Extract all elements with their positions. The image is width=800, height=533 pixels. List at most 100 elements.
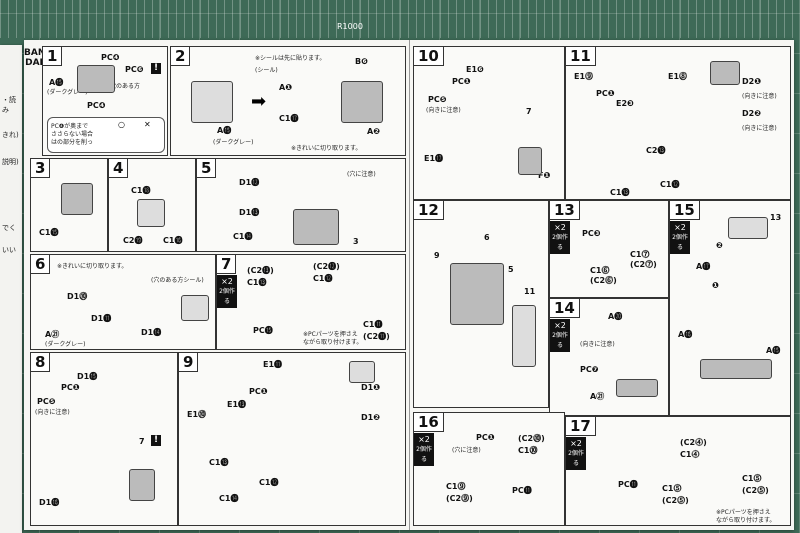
knee-part: [710, 61, 740, 85]
part-label: (C2⓬): [313, 262, 340, 271]
part-label: D1⓮: [141, 328, 162, 337]
part-label: D1⓭: [239, 208, 260, 217]
part-label: B❻: [355, 57, 368, 66]
part-label: D2❶: [742, 77, 761, 86]
step-number: 4: [109, 159, 129, 178]
part-label: PC❶: [249, 387, 268, 396]
part-label: (C2⓽): [446, 494, 473, 503]
part-label: C1⓰: [163, 236, 183, 245]
foot-part: [616, 379, 658, 397]
part-label: 7: [139, 437, 145, 446]
part-label: C1⓾: [518, 446, 538, 455]
part-label: 11: [524, 287, 536, 296]
step-4: 4 C1⓲ C2⓳ C1⓰: [108, 158, 196, 252]
part-label: D2❷: [742, 109, 761, 118]
leg-part: [518, 147, 542, 175]
note: (ダークグレー): [213, 139, 254, 146]
note: (向きに注意): [35, 409, 70, 416]
step-number: 7: [217, 255, 237, 274]
step-3: 3 C1⓯: [30, 158, 108, 252]
edge-text: いい: [2, 246, 16, 254]
note: (穴に注意): [452, 447, 481, 454]
part-label: (C2⓹): [662, 496, 689, 505]
part-label: PC❶: [61, 383, 80, 392]
part-label: A⓯: [217, 126, 232, 135]
step-number: 12: [414, 201, 444, 220]
tip-box: PC❹が奥まで ささらない場合 はの部分を削っ ○ ✕: [47, 117, 165, 153]
note: (穴に注意): [347, 171, 376, 178]
part-label: C1⓭: [610, 188, 630, 197]
part-label: A㉑: [590, 392, 605, 401]
body-assembly: [450, 263, 504, 325]
part-label: D1⓬: [239, 178, 260, 187]
step-number: 1: [43, 47, 63, 66]
arrow-icon: ➡: [251, 91, 267, 112]
step-11: 11 E1⓽ E1⓼ PC❶ E2❸ D2❶ D2❷ (向きに注意) (向きに注…: [565, 46, 791, 200]
step-6: 6 ※きれいに切り取ります。 D1⓾ D1⓫ A㉑ (ダークグレー) (穴のある…: [30, 254, 216, 350]
note: (シール): [255, 67, 278, 74]
step-number: 10: [414, 47, 444, 66]
shoulder-part: [181, 295, 209, 321]
part-label: A❷: [367, 127, 380, 136]
step-number: 9: [179, 353, 199, 372]
part-label: C1⓭: [247, 278, 267, 287]
part-label: F❶: [538, 171, 551, 180]
note: (向きに注意): [742, 125, 777, 132]
part-label: ❶: [712, 281, 719, 290]
arm-part: [129, 469, 155, 501]
part-label: E1❻: [466, 65, 484, 74]
note: (向きに注意): [742, 93, 777, 100]
part-label: D1❶: [361, 383, 380, 392]
note: (穴のある方シール): [151, 277, 204, 284]
step-number: 14: [550, 299, 580, 318]
edge-text: 説明): [2, 158, 19, 166]
part-label: C1⓻: [630, 250, 650, 259]
part-label: A⓱: [696, 262, 711, 271]
part-label: E1⓫: [263, 360, 283, 369]
part-label: PC❻: [125, 65, 144, 74]
note: ※穴のある方: [105, 83, 141, 90]
part-label: C1⓬: [313, 274, 333, 283]
part-label: C1⓮: [219, 494, 239, 503]
part-label: (C2⓸): [680, 438, 707, 447]
note: (ダークグレー): [47, 89, 88, 96]
note: ながら取り付けます。: [303, 339, 363, 346]
part-label: 5: [508, 265, 514, 274]
caution-icon: !: [151, 63, 161, 74]
part-label: E1⓱: [424, 154, 444, 163]
step-number: 17: [566, 417, 596, 436]
note: (向きに注意): [426, 107, 461, 114]
part-label: (C2⓭): [247, 266, 274, 275]
shoulder-part: [61, 183, 93, 215]
step-8: 8 D1⓯ PC❶ PC❺ (向きに注意) D1⓰ ! 7: [30, 352, 178, 526]
arm-part: [137, 199, 165, 227]
part-label: A㉑: [45, 330, 60, 339]
step-number: 15: [670, 201, 700, 220]
step-2: 2 ※シールは先に貼ります。 B❻ (シール) A⓯ (ダークグレー) ➡ A❶…: [170, 46, 406, 156]
part-label: D1⓾: [67, 292, 88, 301]
step-number: 5: [197, 159, 217, 178]
ruler: [0, 0, 800, 38]
part-label: C1⓱: [279, 114, 299, 123]
step-number: 2: [171, 47, 191, 66]
part-label: (C2⓾): [518, 434, 545, 443]
step-12: 12 6 9 5 11: [413, 200, 549, 408]
part-label: A⓴: [608, 312, 623, 321]
part-label: C1⓸: [680, 450, 700, 459]
step-number: 3: [31, 159, 51, 178]
part-label: (C2⓻): [630, 260, 657, 269]
torso-part: [293, 209, 339, 245]
note: (ダークグレー): [45, 341, 86, 348]
note: ながら取り付けます。: [716, 517, 776, 524]
part-label: C1⓭: [209, 458, 229, 467]
part-label: C1⓹: [662, 484, 682, 493]
part-label: PC❸: [582, 229, 601, 238]
ruler-label: R1000: [337, 22, 363, 31]
ok-mark: ○: [118, 120, 125, 129]
